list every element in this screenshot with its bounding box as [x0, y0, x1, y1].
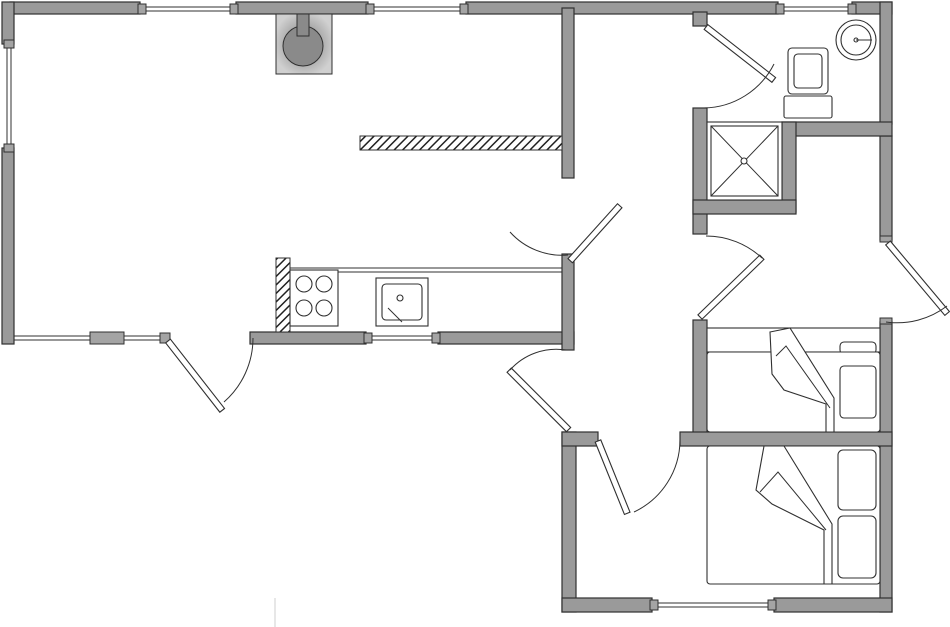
- shower-tray-icon: [706, 121, 783, 201]
- wall-bottom-a: [561, 597, 653, 613]
- window-bottom: [649, 599, 777, 611]
- kitchen-sink-icon: [375, 277, 429, 327]
- wall-right-lower: [879, 321, 893, 613]
- door-hall-lower: [506, 348, 572, 433]
- window-top-1: [137, 3, 239, 15]
- wall-interior-upper: [561, 7, 575, 179]
- doors: [164, 23, 950, 516]
- window-top-3: [775, 3, 857, 15]
- windows: [3, 3, 893, 611]
- wall-shower-left: [692, 107, 708, 235]
- wall-bottom-b: [773, 597, 893, 613]
- door-bedroom-small: [697, 235, 765, 320]
- bunk-bed-icon: [706, 327, 881, 433]
- wall-bath-door-stub: [692, 11, 708, 27]
- right-door-cap-bottom: [879, 317, 893, 325]
- door-bathroom: [703, 23, 777, 109]
- window-living-bottom-2: [363, 332, 441, 344]
- window-top-2: [365, 3, 469, 15]
- wall-right-upper: [879, 1, 893, 125]
- wall-bedroom2-left: [561, 431, 577, 613]
- wall-interior-lower: [561, 253, 575, 351]
- wall-shower-right: [781, 121, 797, 213]
- wall-bed-left-upper: [692, 319, 708, 445]
- wall-living-bottom-b: [437, 331, 575, 345]
- wall-right-mid: [879, 135, 893, 241]
- door-bedroom-large: [594, 439, 681, 516]
- wall-top-c: [465, 1, 779, 15]
- right-door-cap-top: [879, 235, 893, 243]
- wall-top-b: [235, 1, 369, 15]
- wall-left-top: [1, 1, 15, 45]
- door-living-hall: [509, 202, 623, 264]
- wall-left-main: [1, 147, 15, 345]
- partition-wall: [359, 135, 563, 151]
- wood-stove-icon: [275, 13, 333, 75]
- wall-shower-bottom: [692, 199, 797, 215]
- double-bed-icon: [706, 445, 881, 585]
- wall-top-a: [9, 1, 141, 15]
- wall-bath-bottom: [781, 121, 893, 137]
- window-left: [3, 39, 15, 153]
- walls: [1, 1, 893, 613]
- cooktop-icon: [289, 269, 339, 327]
- wall-bed-divider: [679, 431, 893, 447]
- door-entrance: [164, 337, 254, 413]
- wall-living-bottom-a: [249, 331, 367, 345]
- counter-hatch: [275, 257, 291, 333]
- toilet-icon: [783, 47, 833, 119]
- door-right-exterior: [884, 240, 950, 324]
- wall-bedroom2-top-stub: [561, 431, 599, 447]
- window-living-bottom-1: [14, 331, 171, 345]
- washbasin-icon: [835, 19, 877, 61]
